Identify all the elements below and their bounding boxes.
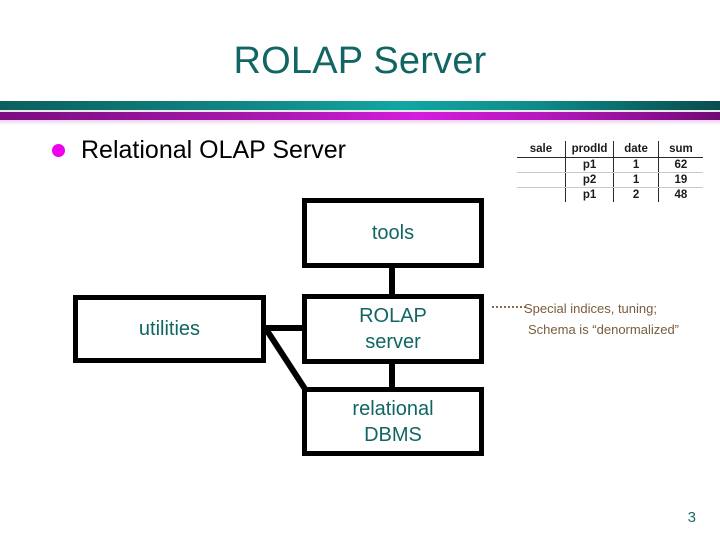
- diagram-node-rolap-server-label-line1: ROLAP: [359, 305, 427, 327]
- table-cell-sum: 48: [657, 187, 703, 202]
- table-row: p1 1 62: [517, 157, 703, 173]
- divider-bar-shadow: [0, 120, 720, 125]
- table-header-sale: sale: [517, 141, 566, 158]
- diagram-node-relational-dbms-label-line2: DBMS: [364, 423, 422, 446]
- divider-bar-purple: [0, 112, 720, 120]
- table-cell-prodid: p1: [564, 187, 615, 202]
- annotation-line-2: Schema is “denormalized”: [528, 322, 680, 337]
- bullet-dot-icon: [52, 143, 65, 157]
- page-number: 3: [687, 509, 696, 526]
- table-header-row: sale prodId date sum: [517, 141, 703, 158]
- table-cell-prodid: p2: [564, 172, 615, 188]
- sample-relational-table: sale prodId date sum p1 1 62 p2 1 19 p1: [517, 141, 703, 202]
- diagram-node-relational-dbms-label: relational DBMS: [352, 396, 433, 448]
- page-title: ROLAP Server: [233, 40, 487, 82]
- divider-bar-teal: [0, 101, 720, 110]
- bullet-item-label: Relational OLAP Server: [81, 136, 346, 164]
- table-cell-sale: [517, 187, 566, 202]
- table-cell-date: 2: [613, 187, 659, 202]
- divider-bar-gap: [0, 110, 720, 112]
- table-header-date: date: [613, 141, 659, 158]
- table-row: p1 2 48: [517, 187, 703, 202]
- table-cell-sum: 62: [657, 157, 703, 173]
- diagram-node-rolap-server-label: ROLAP server: [359, 303, 427, 355]
- diagram-node-relational-dbms: relational DBMS: [302, 387, 484, 456]
- annotation-leader-line-icon: [492, 306, 526, 308]
- diagram-node-utilities: utilities: [73, 295, 266, 363]
- diagram-node-utilities-label: utilities: [138, 318, 201, 340]
- table-cell-sale: [517, 172, 566, 188]
- table-cell-date: 1: [613, 157, 659, 173]
- table-row: p2 1 19: [517, 172, 703, 188]
- diagram-node-rolap-server-label-line2: server: [365, 331, 421, 353]
- diagram-node-tools-label: tools: [371, 222, 415, 244]
- table-cell-sale: [517, 157, 566, 173]
- table-cell-sum: 19: [657, 172, 703, 188]
- diagram-node-relational-dbms-label-line1: relational: [352, 397, 434, 420]
- annotation-callout: Special indices, tuning; Schema is “deno…: [524, 298, 714, 340]
- diagram-node-tools: tools: [302, 198, 484, 268]
- table-cell-date: 1: [613, 172, 659, 188]
- connector-utilities-to-dbms: [263, 327, 310, 394]
- table-header-prodid: prodId: [564, 141, 615, 158]
- connector-tools-to-rolap: [389, 266, 395, 296]
- table-cell-prodid: p1: [564, 157, 615, 173]
- diagram-node-rolap-server: ROLAP server: [302, 294, 484, 364]
- table-header-sum: sum: [657, 141, 703, 158]
- bullet-item: Relational OLAP Server: [52, 135, 346, 165]
- connector-utilities-to-rolap: [264, 325, 306, 331]
- connector-rolap-to-dbms: [389, 362, 395, 389]
- annotation-line-1: Special indices, tuning;: [524, 301, 657, 316]
